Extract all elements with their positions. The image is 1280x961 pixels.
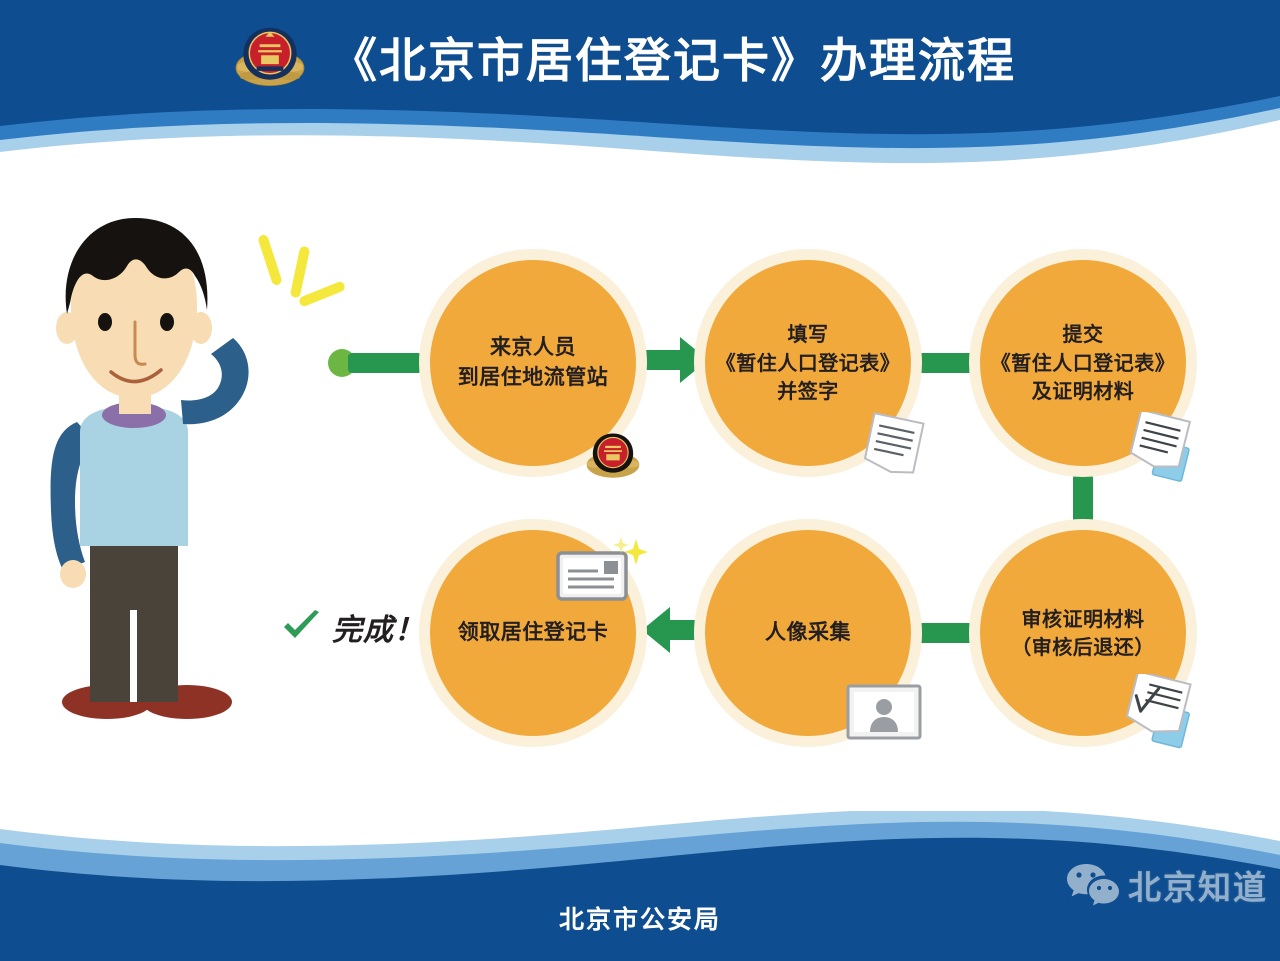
flow-step-4-label: 审核证明材料 （审核后退还） [1011, 606, 1155, 659]
connector-start-to-step1 [348, 353, 422, 373]
flow-step-2-label: 填写 《暂住人口登记表》 并签字 [715, 322, 901, 404]
finish-indicator: 完成！ [282, 605, 425, 649]
documents-icon [1129, 412, 1192, 482]
connector-step4-to-step5 [916, 623, 978, 643]
wechat-watermark: 北京知道 [1066, 861, 1268, 909]
connector-step3-to-step4 [1073, 474, 1093, 526]
lined-paper-icon [863, 412, 925, 474]
connector-step5-to-step6 [642, 607, 710, 653]
flow-step-6-label: 领取居住登记卡 [457, 620, 609, 645]
finish-label: 完成！ [332, 613, 425, 648]
header-wave-graphic [0, 0, 1280, 175]
police-badge-icon [586, 433, 640, 478]
green-check-icon [284, 610, 319, 638]
flow-step-5-label: 人像采集 [765, 620, 851, 645]
header-banner: 《北京市居住登记卡》办理流程 [0, 0, 1280, 175]
id-card-icon [556, 537, 648, 601]
wechat-icon [1067, 864, 1119, 906]
footer-wave-graphic [0, 811, 1280, 961]
police-badge-icon [235, 27, 305, 87]
portrait-photo-icon [846, 684, 922, 740]
footer-organization: 北京市公安局 [558, 905, 721, 934]
page-title: 《北京市居住登记卡》办理流程 [330, 33, 1016, 89]
flow-diagram-stage: 来京人员 到居住地流管站 填写 《暂住人口登记表》 并签字 [0, 150, 1280, 850]
connector-step1-to-step2 [640, 337, 708, 383]
flow-step-1[interactable]: 来京人员 到居住地流管站 [430, 260, 636, 466]
connector-step2-to-step3 [916, 353, 978, 373]
motion-lines-icon [258, 235, 345, 307]
wechat-watermark-text: 北京知道 [1128, 868, 1268, 907]
confused-man-illustration [50, 218, 249, 719]
flow-step-3[interactable]: 提交 《暂住人口登记表》 及证明材料 [980, 260, 1186, 466]
flow-step-3-label: 提交 《暂住人口登记表》 及证明材料 [990, 322, 1176, 404]
footer-banner: 北京市公安局 北京知道 [0, 811, 1280, 961]
checked-documents-icon [1125, 674, 1192, 749]
flow-step-1-label: 来京人员 到居住地流管站 [457, 335, 609, 389]
